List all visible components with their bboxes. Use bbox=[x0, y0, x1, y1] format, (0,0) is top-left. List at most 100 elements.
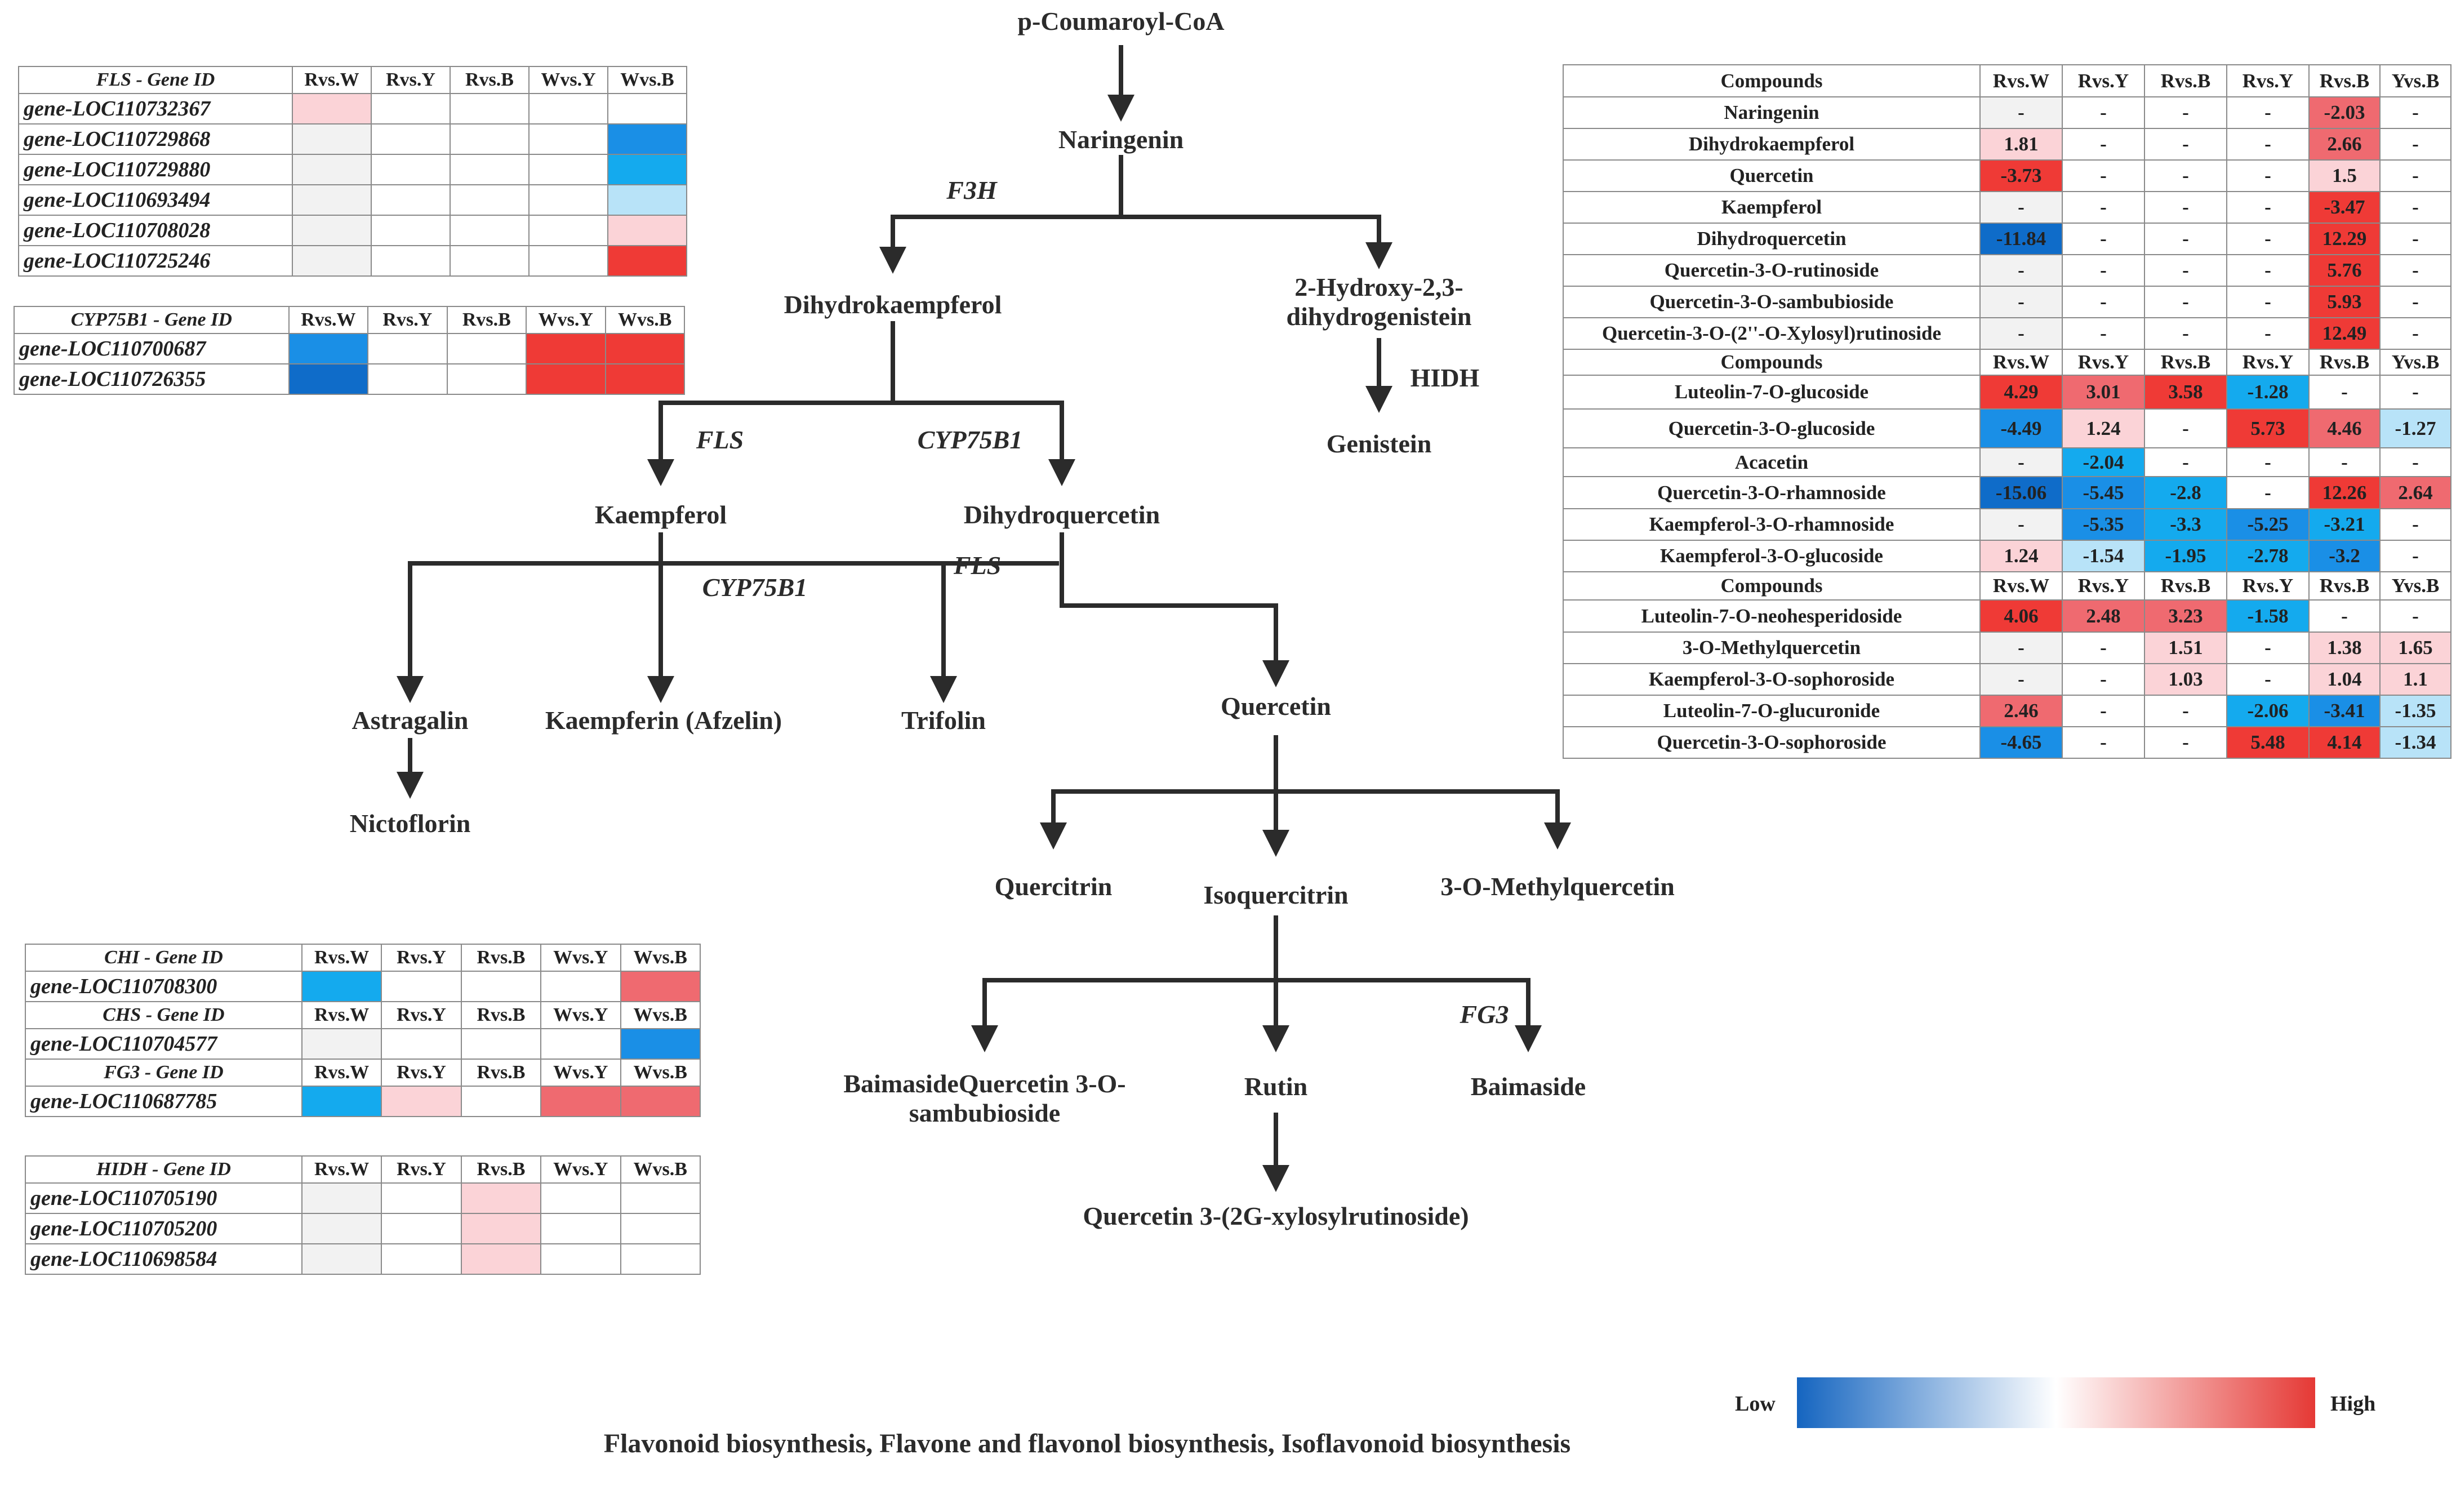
value-cell: 3.23 bbox=[2144, 599, 2227, 633]
comparison-header: Rvs.W bbox=[1979, 64, 2063, 97]
heatmap-cell bbox=[540, 1086, 621, 1117]
value-cell: - bbox=[2379, 223, 2451, 255]
heatmap-cell bbox=[446, 363, 527, 395]
value-cell: 12.29 bbox=[2308, 223, 2381, 255]
comparison-header: Yvs.B bbox=[2379, 571, 2451, 601]
heatmap-cell bbox=[367, 333, 448, 364]
arrow-kaempferol-astragalin bbox=[397, 532, 663, 703]
heatmap-cell bbox=[604, 363, 685, 395]
value-cell: -3.21 bbox=[2308, 508, 2381, 541]
heatmap-cell bbox=[450, 184, 530, 216]
value-cell: 1.24 bbox=[2062, 408, 2145, 448]
heatmap-cell bbox=[292, 154, 372, 185]
value-cell: -2.06 bbox=[2226, 695, 2310, 727]
compound-name-cell: Kaempferol-3-O-glucoside bbox=[1563, 540, 1981, 572]
compound-name-cell: Quercetin-3-O-rhamnoside bbox=[1563, 476, 1981, 509]
gene-id-header: HIDH - Gene ID bbox=[25, 1155, 302, 1184]
value-cell: - bbox=[2226, 286, 2310, 318]
comparison-header: Wvs.B bbox=[607, 66, 687, 94]
enzyme-fls: FLS bbox=[953, 551, 1002, 580]
arrow-quercetin-quercitrin bbox=[1040, 735, 1278, 850]
heatmap-cell bbox=[301, 1028, 382, 1060]
heatmap-cell bbox=[301, 1182, 382, 1214]
value-cell: -15.06 bbox=[1979, 476, 2063, 509]
gene-id-header: FLS - Gene ID bbox=[18, 66, 293, 94]
comparison-header: Rvs.Y bbox=[381, 944, 462, 972]
comparison-header: Wvs.Y bbox=[540, 1155, 621, 1184]
gene-row: gene-LOC110726355 bbox=[14, 363, 685, 395]
value-cell: - bbox=[1979, 663, 2063, 696]
heatmap-cell bbox=[460, 1028, 542, 1060]
heatmap-cell bbox=[450, 123, 530, 155]
value-cell: -1.27 bbox=[2379, 408, 2451, 448]
heatmap-cell bbox=[620, 1028, 701, 1060]
value-cell: - bbox=[2379, 96, 2451, 129]
heatmap-cell bbox=[301, 971, 382, 1002]
heatmap-cell bbox=[620, 1086, 701, 1117]
gene-row: gene-LOC110698584 bbox=[25, 1243, 701, 1275]
node-kaempferin: Kaempferin (Afzelin) bbox=[545, 706, 782, 735]
value-cell: -1.34 bbox=[2379, 726, 2451, 759]
comparison-header: Rvs.B bbox=[450, 66, 530, 94]
compound-name-cell: 3-O-Methylquercetin bbox=[1563, 632, 1981, 664]
heatmap-cell bbox=[607, 184, 687, 216]
compound-name-cell: Quercetin-3-O-rutinoside bbox=[1563, 254, 1981, 287]
compound-row: Kaempferol-3-O-rhamnoside--5.35-3.3-5.25… bbox=[1563, 508, 2451, 541]
arrow-naringenin-hydroxy bbox=[1121, 215, 1392, 269]
value-cell: 12.26 bbox=[2308, 476, 2381, 509]
node-dihydroquercetin: Dihydroquercetin bbox=[963, 500, 1160, 529]
comparison-header: Wvs.Y bbox=[540, 944, 621, 972]
value-cell: - bbox=[2226, 223, 2310, 255]
compound-name-cell: Quercetin-3-O-sambubioside bbox=[1563, 286, 1981, 318]
value-cell: - bbox=[2226, 159, 2310, 192]
node-naringenin: Naringenin bbox=[1058, 125, 1184, 154]
heatmap-cell bbox=[371, 154, 451, 185]
value-cell: - bbox=[2144, 128, 2227, 161]
value-cell: - bbox=[1979, 191, 2063, 224]
heatmap-cell bbox=[540, 1213, 621, 1244]
heatmap-cell bbox=[460, 1086, 542, 1117]
gene-row: gene-LOC110687785 bbox=[25, 1086, 701, 1117]
comparison-header: Yvs.B bbox=[2379, 349, 2451, 376]
node-baimaside-quercetin-sambubioside: BaimasideQuercetin 3-O-sambubioside bbox=[843, 1069, 1126, 1127]
comparison-header: Rvs.B bbox=[2144, 349, 2227, 376]
value-cell: - bbox=[2379, 599, 2451, 633]
comparison-header: Rvs.Y bbox=[367, 306, 448, 334]
value-cell: - bbox=[2144, 408, 2227, 448]
value-cell: - bbox=[1979, 96, 2063, 129]
comparison-header: Rvs.W bbox=[301, 1059, 382, 1087]
node-genistein: Genistein bbox=[1326, 429, 1432, 458]
value-cell: -2.03 bbox=[2308, 96, 2381, 129]
heatmap-cell bbox=[450, 154, 530, 185]
value-cell: - bbox=[2062, 96, 2145, 129]
comparison-header: Rvs.Y bbox=[381, 1059, 462, 1087]
heatmap-cell bbox=[528, 184, 608, 216]
arrow-quercetin-methylquercetin bbox=[1276, 789, 1571, 850]
compound-row: Acacetin--2.04---- bbox=[1563, 447, 2451, 477]
gene-id-cell: gene-LOC110700687 bbox=[14, 333, 290, 364]
compound-name-cell: Quercetin-3-O-(2''-O-Xylosyl)rutinoside bbox=[1563, 317, 1981, 350]
value-cell: - bbox=[2144, 96, 2227, 129]
legend-color-bar bbox=[1797, 1377, 2315, 1428]
value-cell: - bbox=[2226, 96, 2310, 129]
value-cell: 1.5 bbox=[2308, 159, 2381, 192]
value-cell: - bbox=[2144, 317, 2227, 350]
heatmap-cell bbox=[381, 1086, 462, 1117]
comparison-header: Rvs.Y bbox=[2226, 349, 2310, 376]
gene-row: gene-LOC110705190 bbox=[25, 1182, 701, 1214]
value-cell: - bbox=[2062, 286, 2145, 318]
value-cell: - bbox=[2379, 191, 2451, 224]
figure-caption: Flavonoid biosynthesis, Flavone and flav… bbox=[603, 1429, 1571, 1458]
heatmap-cell bbox=[450, 245, 530, 277]
arrow-isoquercitrin-baimaside-qs bbox=[971, 915, 1278, 1052]
value-cell: 1.03 bbox=[2144, 663, 2227, 696]
